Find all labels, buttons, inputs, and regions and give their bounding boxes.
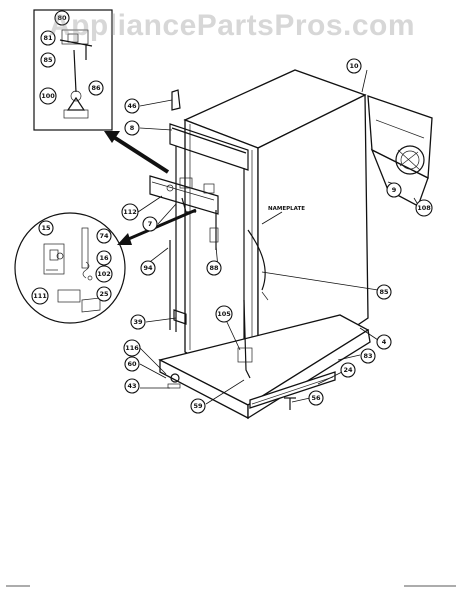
callout-88: 88	[206, 260, 222, 276]
svg-text:43: 43	[127, 382, 136, 390]
callout-39: 39	[130, 314, 146, 330]
svg-text:10: 10	[349, 62, 359, 70]
callout-24: 24	[340, 362, 356, 378]
svg-text:60: 60	[127, 360, 137, 368]
callout-112: 112	[121, 203, 139, 221]
bracket-46-part	[171, 89, 181, 111]
callout-46: 46	[124, 98, 140, 114]
nameplate-label: NAMEPLATE	[268, 206, 305, 212]
callout-108: 108	[415, 199, 433, 217]
svg-text:111: 111	[33, 292, 47, 300]
condenser-assembly	[367, 95, 433, 207]
callout-81: 81	[40, 30, 56, 46]
svg-text:56: 56	[311, 394, 321, 402]
callout-94: 94	[140, 260, 156, 276]
base-pan	[158, 314, 371, 420]
svg-text:9: 9	[392, 186, 397, 194]
callout-111: 111	[31, 287, 49, 305]
svg-text:83: 83	[363, 352, 372, 360]
svg-text:112: 112	[123, 208, 137, 216]
callout-15: 15	[38, 220, 54, 236]
watermark: AppliancePartsPros.com	[48, 9, 416, 42]
svg-text:108: 108	[417, 204, 431, 212]
svg-text:105: 105	[217, 310, 231, 318]
callout-100: 100	[39, 87, 57, 105]
svg-text:100: 100	[41, 92, 55, 100]
callout-59: 59	[190, 398, 206, 414]
callout-16: 16	[96, 250, 112, 266]
drain-tube	[237, 229, 269, 379]
svg-text:25: 25	[99, 290, 109, 298]
callout-74: 74	[96, 228, 112, 244]
svg-text:80: 80	[57, 14, 67, 22]
svg-text:88: 88	[209, 264, 219, 272]
callout-85-inset: 85	[40, 52, 56, 68]
svg-text:8: 8	[130, 124, 135, 132]
callout-9: 9	[386, 182, 402, 198]
svg-text:116: 116	[125, 344, 139, 352]
callout-102: 102	[95, 265, 113, 283]
svg-text:39: 39	[133, 318, 143, 326]
callout-25: 25	[96, 286, 112, 302]
svg-text:102: 102	[97, 270, 111, 278]
callout-60: 60	[124, 356, 140, 372]
callout-116: 116	[123, 339, 141, 357]
svg-text:81: 81	[43, 34, 53, 42]
svg-text:24: 24	[343, 366, 353, 374]
svg-text:16: 16	[99, 254, 109, 262]
callout-7: 7	[142, 216, 158, 232]
svg-text:46: 46	[127, 102, 137, 110]
callout-56: 56	[308, 390, 324, 406]
callout-4: 4	[376, 334, 392, 350]
svg-text:15: 15	[41, 224, 51, 232]
arrow-to-inset-left	[117, 208, 197, 245]
inset-left-circle	[14, 212, 126, 324]
svg-text:85: 85	[43, 56, 53, 64]
callout-85: 85	[376, 284, 392, 300]
bracket-39-part	[173, 309, 187, 325]
svg-text:4: 4	[382, 338, 387, 346]
callout-80: 80	[54, 10, 70, 26]
svg-text:94: 94	[143, 264, 153, 272]
callout-105: 105	[215, 305, 233, 323]
callout-10: 10	[346, 58, 362, 74]
svg-text:7: 7	[148, 220, 153, 228]
callout-8: 8	[124, 120, 140, 136]
svg-text:74: 74	[99, 232, 109, 240]
svg-text:86: 86	[91, 84, 101, 92]
arrow-to-inset-top	[104, 131, 170, 174]
callout-83: 83	[360, 348, 376, 364]
svg-text:85: 85	[379, 288, 389, 296]
callout-43: 43	[124, 378, 140, 394]
svg-text:59: 59	[193, 402, 203, 410]
inset-top-left	[33, 9, 113, 131]
callout-86: 86	[88, 80, 104, 96]
